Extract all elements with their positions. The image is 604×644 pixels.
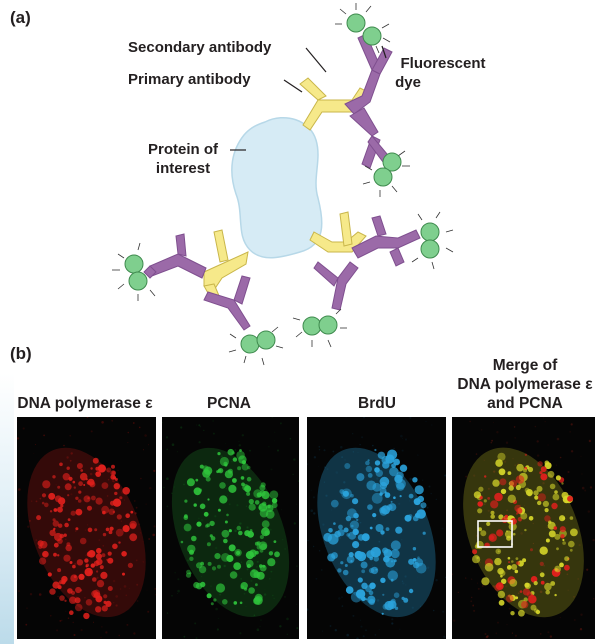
dye-right-top	[362, 150, 410, 197]
micrograph-pcna	[162, 417, 299, 639]
dye-far-right	[411, 211, 454, 270]
primary-antibody-label: Primary antibody	[128, 71, 251, 88]
micrograph-blue-canvas	[307, 417, 446, 639]
image-title-brdu: BrdU	[358, 395, 396, 412]
protein-of-interest	[231, 117, 323, 259]
micrograph-red-canvas	[17, 417, 156, 639]
secondary-antibody-leader	[305, 47, 327, 73]
micrograph-merge	[452, 417, 595, 639]
dye-bottom-right	[292, 308, 347, 348]
primary-antibody-leader	[283, 79, 303, 93]
secondary-antibody-left	[143, 233, 251, 331]
image-title-polymerase: DNA polymerase ε	[17, 395, 153, 412]
merge-title-line2: DNA polymerase ε	[457, 376, 593, 393]
protein-label-line2: interest	[155, 160, 211, 177]
antibody-diagram	[112, 3, 454, 366]
dye-top	[335, 3, 391, 54]
image-title-merge: Merge of DNA polymerase ε and PCNA	[446, 356, 604, 413]
fluorescent-dye-label-line1: Fluorescent	[400, 55, 486, 72]
panel-a-label: (a)	[10, 8, 31, 27]
primary-antibody-right	[309, 211, 367, 253]
secondary-antibody-right	[313, 215, 421, 311]
panel-b-label: (b)	[10, 344, 32, 363]
micrograph-polymerase	[17, 417, 156, 639]
micrograph-green-canvas	[162, 417, 299, 639]
secondary-antibody-top	[344, 33, 393, 169]
dye-left	[112, 242, 156, 301]
secondary-antibody-label: Secondary antibody	[128, 39, 272, 56]
left-edge-gradient	[0, 0, 14, 644]
micrograph-merge-canvas	[452, 417, 595, 639]
merge-title-line3: and PCNA	[487, 395, 563, 412]
dye-bottom-middle	[228, 326, 284, 366]
fluorescent-dye-label: Fluorescent dye	[388, 54, 498, 92]
micrograph-brdu	[307, 417, 446, 639]
fluorescent-dye-label-line2: dye	[395, 74, 421, 91]
protein-label: Protein of interest	[136, 140, 230, 178]
merge-title-line1: Merge of	[492, 357, 558, 374]
protein-label-line1: Protein of	[148, 141, 218, 158]
image-title-pcna: PCNA	[207, 395, 251, 412]
fluorescent-dye-leader	[381, 45, 387, 59]
